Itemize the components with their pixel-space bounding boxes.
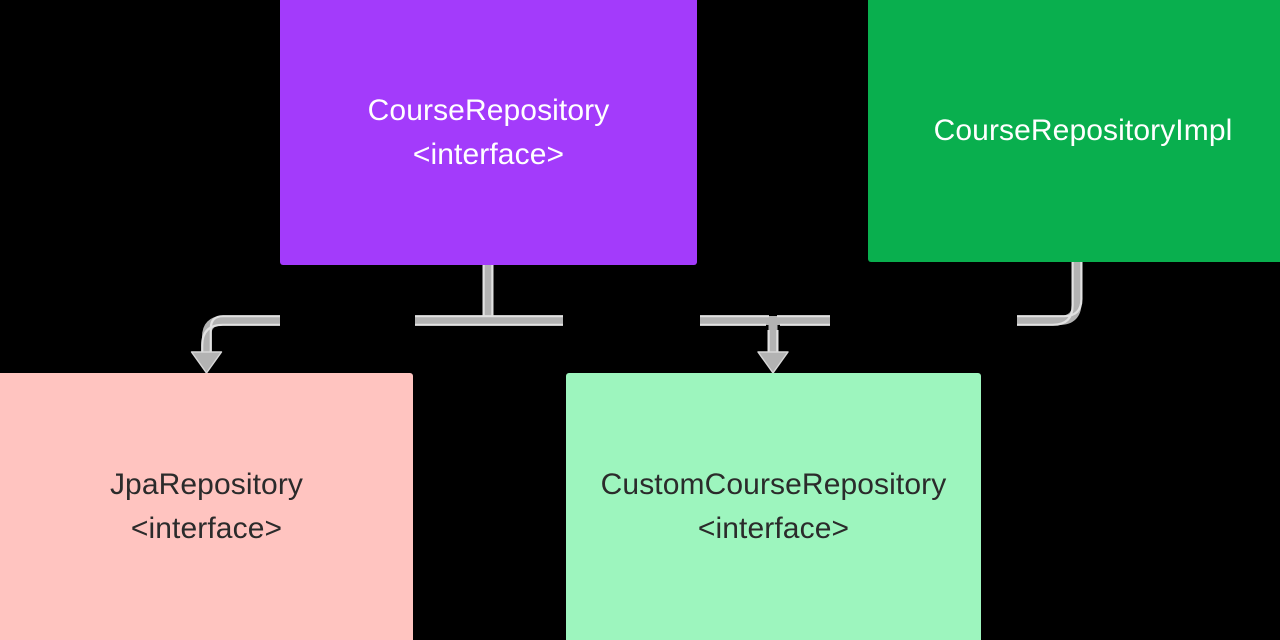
edge-course-repository-to-jpa-repository [190, 315, 280, 374]
class-node-stereotype: <interface> [697, 511, 850, 545]
edge-custom-course-repository-stem [757, 320, 789, 374]
class-node-course-repository[interactable]: CourseRepository <interface> [280, 0, 697, 265]
class-node-title: CustomCourseRepository [600, 468, 947, 501]
class-node-course-repository-impl[interactable]: CourseRepositoryImpl [868, 0, 1280, 262]
class-node-jpa-repository[interactable]: JpaRepository <interface> [0, 373, 413, 640]
arrowhead-down-custom-course-repository [757, 351, 789, 374]
class-node-title: CourseRepository [367, 94, 610, 127]
class-node-title: CourseRepositoryImpl [933, 114, 1233, 148]
class-node-stereotype: <interface> [130, 511, 283, 545]
class-node-stereotype: <interface> [412, 137, 565, 171]
class-node-title: JpaRepository [109, 468, 304, 501]
class-node-custom-course-repository[interactable]: CustomCourseRepository <interface> [566, 373, 981, 640]
edge-course-repository-stem [482, 265, 494, 320]
edge-course-repository-impl-to-custom-course-repository [773, 262, 1083, 326]
edge-course-repository-to-custom-course-repository [700, 315, 773, 326]
edge-central-bus [415, 315, 563, 326]
arrowhead-down-jpa-repository [190, 351, 223, 374]
